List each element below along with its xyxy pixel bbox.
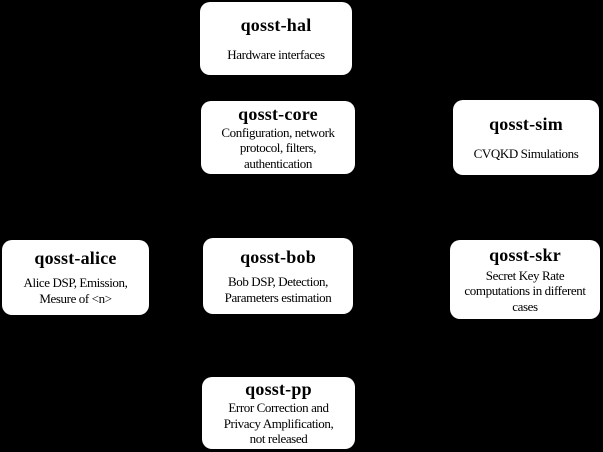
- node-title: qosst-skr: [489, 244, 561, 265]
- node-title: qosst-pp: [245, 379, 312, 400]
- node-title: qosst-core: [238, 103, 318, 124]
- node-qosst-bob: qosst-bob Bob DSP, Detection, Parameters…: [203, 238, 353, 314]
- node-qosst-sim: qosst-sim CVQKD Simulations: [453, 100, 599, 175]
- node-description: Error Correction and Privacy Amplificati…: [223, 400, 334, 447]
- node-qosst-core: qosst-core Configuration, network protoc…: [201, 101, 355, 174]
- node-description: CVQKD Simulations: [473, 145, 579, 161]
- node-title: qosst-alice: [34, 248, 117, 269]
- node-description: Configuration, network protocol, filters…: [221, 124, 335, 171]
- node-qosst-alice: qosst-alice Alice DSP, Emission, Mesure …: [2, 240, 149, 315]
- node-description: Alice DSP, Emission, Mesure of <n>: [23, 275, 128, 307]
- node-title: qosst-hal: [240, 14, 312, 35]
- node-qosst-skr: qosst-skr Secret Key Rate computations i…: [450, 240, 600, 319]
- node-title: qosst-sim: [489, 113, 563, 134]
- node-description: Bob DSP, Detection, Parameters estimatio…: [224, 274, 332, 305]
- node-title: qosst-bob: [240, 246, 316, 267]
- node-description: Secret Key Rate computations in differen…: [464, 267, 586, 314]
- node-qosst-hal: qosst-hal Hardware interfaces: [200, 2, 352, 75]
- node-description: Hardware interfaces: [227, 46, 325, 62]
- node-qosst-pp: qosst-pp Error Correction and Privacy Am…: [202, 377, 355, 449]
